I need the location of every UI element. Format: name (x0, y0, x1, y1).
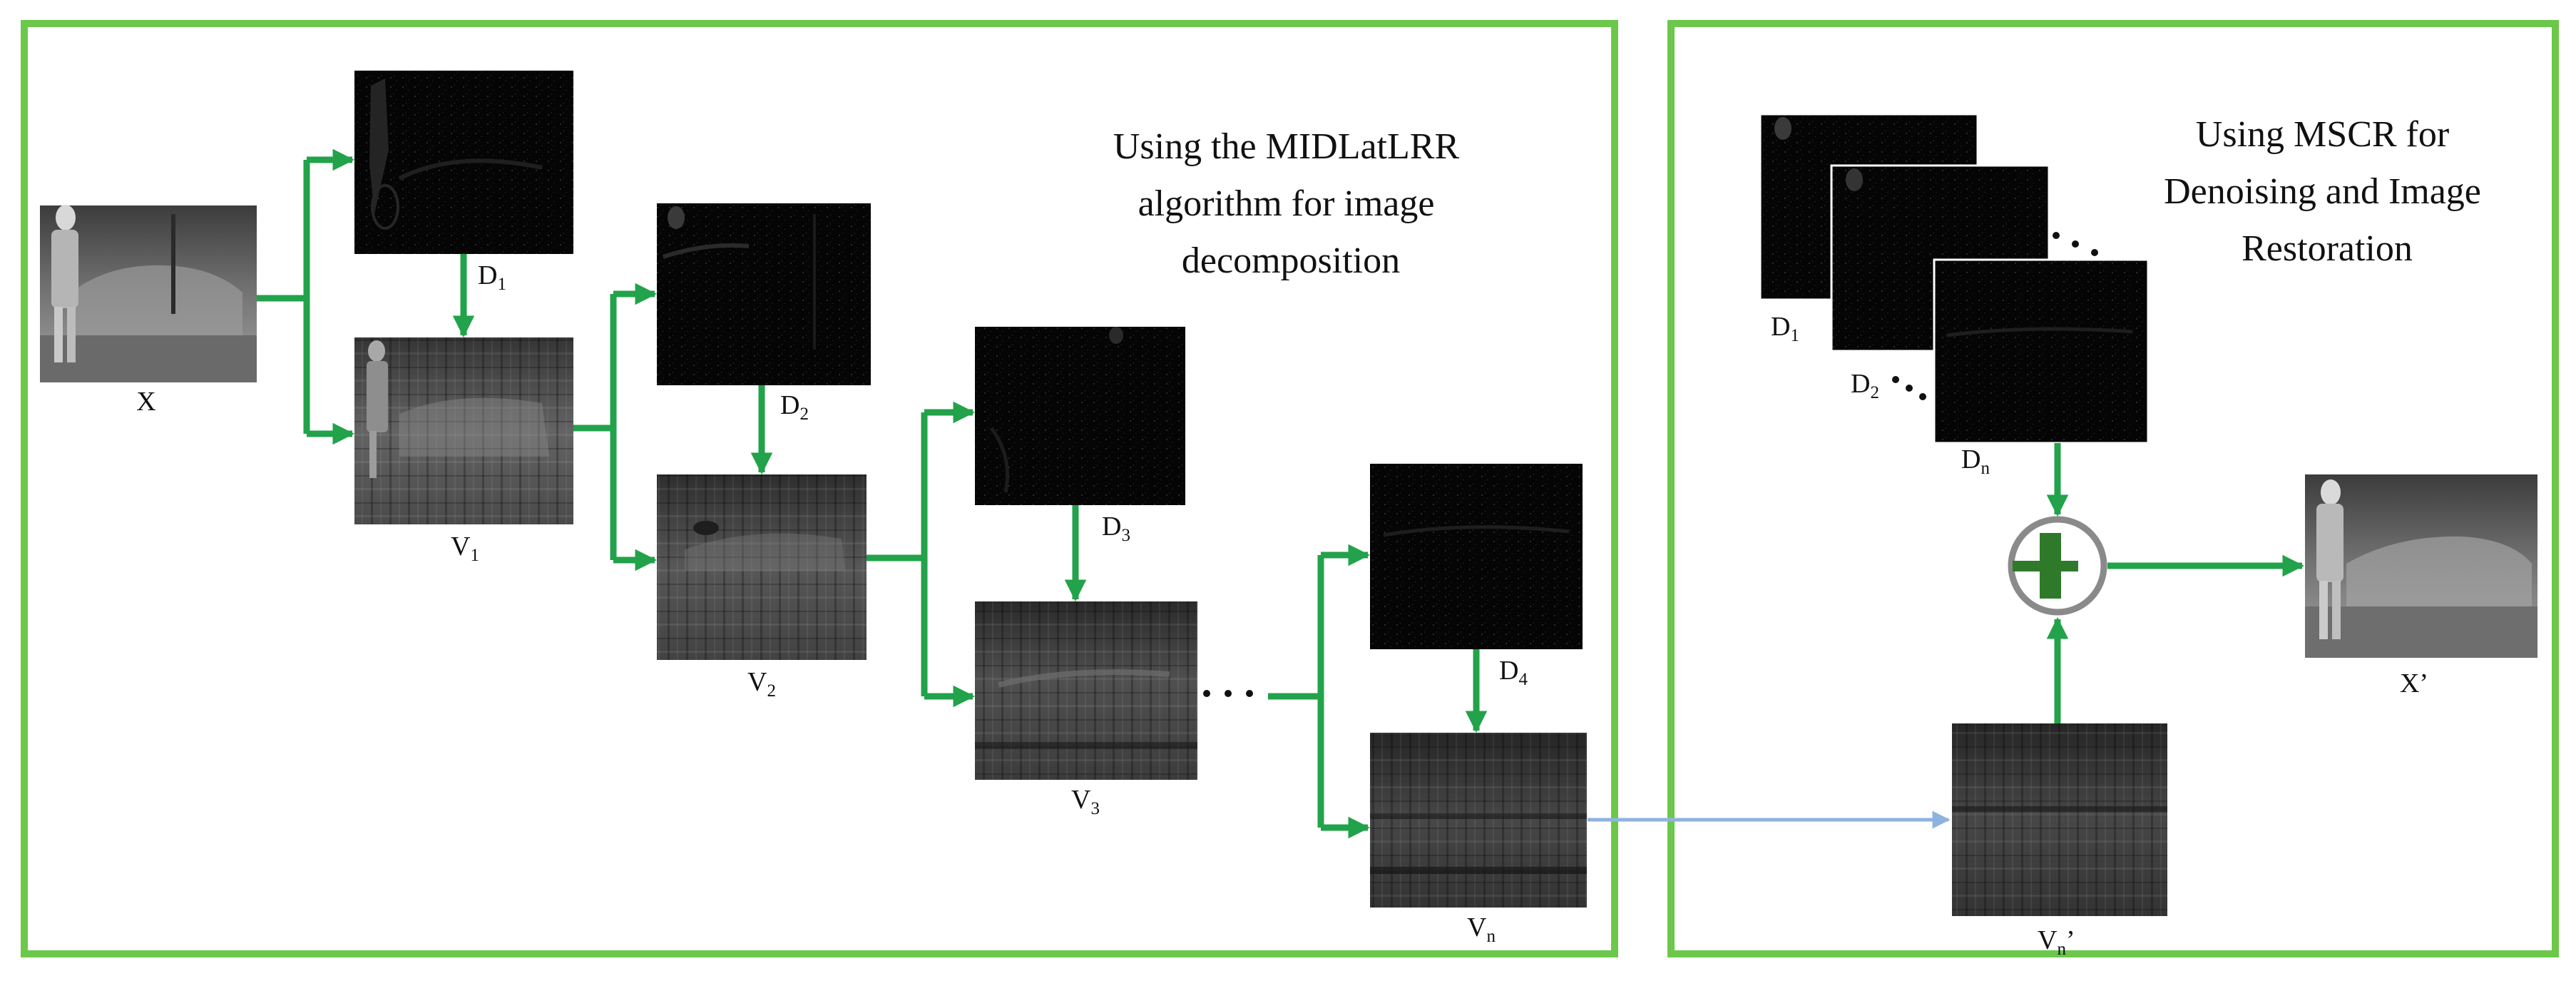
right-title-line-3: Restoration (2242, 228, 2413, 269)
image-vn (1370, 733, 1587, 908)
label-x: X (136, 387, 155, 417)
image-d3 (975, 327, 1185, 505)
right-title-line-2: Denoising and Image (2164, 171, 2481, 212)
image-x-prime (2305, 474, 2537, 658)
label-right-dn: Dn (1961, 444, 1990, 478)
label-d2: D2 (780, 390, 809, 424)
image-v1 (354, 337, 573, 524)
left-title-line-2: algorithm for image (1138, 183, 1435, 224)
label-d1: D1 (478, 260, 506, 294)
ellipsis-main (1203, 690, 1253, 697)
right-panel-title: Using MSCR for Denoising and Image Resto… (2164, 114, 2490, 269)
label-d4: D4 (1499, 656, 1528, 689)
left-title-line-3: decomposition (1182, 240, 1400, 281)
left-title-line-1: Using the MIDLatLRR (1113, 126, 1460, 167)
image-d2 (657, 203, 871, 385)
label-x-prime: X’ (2400, 669, 2428, 698)
label-right-d2: D2 (1851, 369, 1879, 402)
fusion-plus-node (2008, 516, 2107, 616)
ellipsis-stack-d2 (1892, 376, 1926, 400)
arrow-x-split (257, 160, 310, 434)
left-panel-border (21, 20, 1618, 957)
label-vn-prime: Vn’ (2038, 925, 2075, 959)
image-d4 (1370, 464, 1583, 649)
label-v1: V1 (451, 532, 479, 565)
label-vn: Vn (1467, 913, 1496, 946)
right-title-line-1: Using MSCR for (2196, 114, 2449, 155)
image-right-dn (1933, 258, 2150, 444)
label-v2: V2 (747, 667, 776, 701)
left-panel-title: Using the MIDLatLRR algorithm for image … (1113, 126, 1468, 281)
arrow-v1-split (573, 294, 617, 560)
image-vn-prime (1952, 723, 2167, 916)
label-right-d1: D1 (1771, 312, 1799, 345)
green-arrows (257, 148, 2305, 839)
ellipsis-stack-top (2053, 232, 2098, 256)
image-x (40, 205, 257, 382)
arrow-v2-split (867, 412, 928, 696)
image-d1 (354, 71, 573, 254)
label-d3: D3 (1102, 512, 1130, 545)
arrow-vn-split (1268, 555, 1324, 828)
right-panel-border (1667, 20, 2559, 957)
image-v2 (657, 474, 867, 660)
image-v3 (975, 601, 1197, 780)
label-v3: V3 (1071, 785, 1100, 818)
